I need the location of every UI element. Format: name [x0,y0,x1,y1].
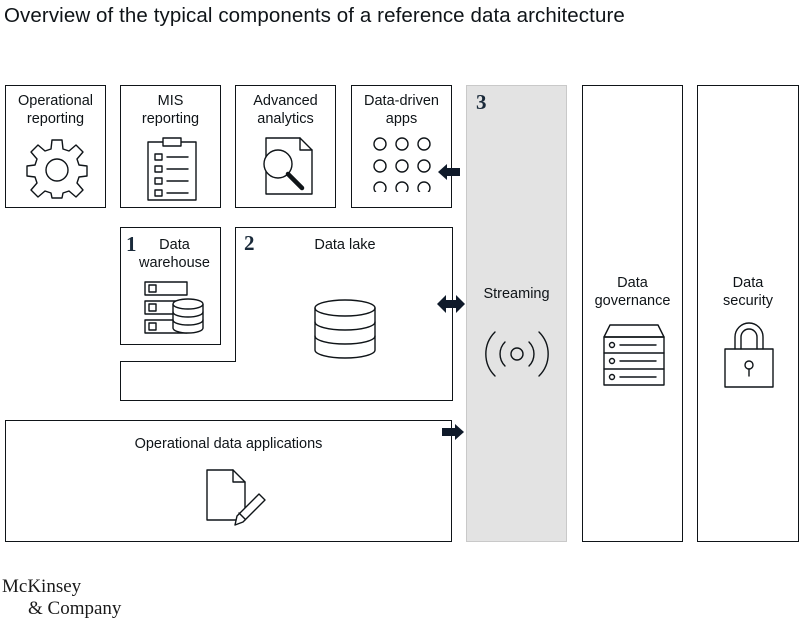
operational-data-applications-box: Operational data applications [5,420,452,542]
mis-reporting-label: MIS reporting [141,93,200,127]
data-driven-apps-label: Data-driven apps [364,93,439,127]
padlock-icon [724,322,774,388]
data-driven-apps-box: Data-driven apps [351,85,452,208]
streaming-label: Streaming [483,286,550,302]
advanced-analytics-box: Advanced analytics [235,85,336,208]
arrow-left-icon [438,164,460,180]
data-governance-column: Data governance [582,85,683,542]
data-warehouse-label: Data warehouse [139,237,210,271]
number-2: 2 [244,231,255,255]
arrow-right-icon [442,424,464,440]
clipboard-list-icon [147,137,197,201]
document-pen-icon [206,469,266,526]
page-title: Overview of the typical components of a … [4,4,625,27]
data-security-label: Data security [723,275,773,309]
operational-reporting-label: Operational reporting [18,93,93,127]
dot-grid-icon [373,137,431,192]
streaming-column [466,85,567,542]
server-stack-icon [144,281,204,334]
data-governance-label: Data governance [594,275,671,309]
data-warehouse-box: Data warehouse [120,227,221,345]
server-rack-icon [603,324,665,386]
broadcast-icon [485,331,549,377]
magnifier-document-icon [263,137,313,195]
mckinsey-logo-line2: & Company [28,598,122,619]
data-security-column: Data security [697,85,799,542]
number-1: 1 [126,232,137,256]
operational-data-applications-label: Operational data applications [134,436,323,452]
operational-reporting-box: Operational reporting [5,85,106,208]
data-lake-box [120,227,453,401]
gear-icon [26,139,88,199]
mckinsey-logo-line1: McKinsey [2,576,82,597]
data-lake-label: Data lake [314,237,376,253]
database-icon [314,299,376,359]
advanced-analytics-label: Advanced analytics [253,93,318,127]
number-3: 3 [476,90,487,114]
double-arrow-icon [437,295,465,313]
mis-reporting-box: MIS reporting [120,85,221,208]
